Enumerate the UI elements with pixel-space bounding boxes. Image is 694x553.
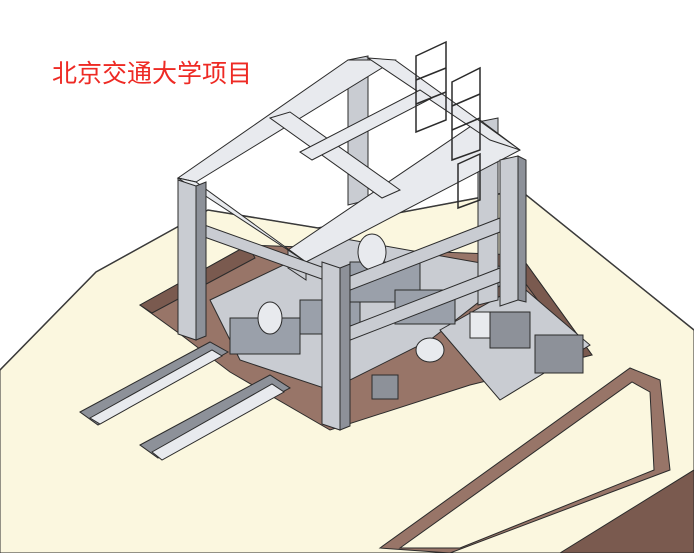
gantry-leg-front-center-face bbox=[339, 263, 351, 431]
guide-rails bbox=[79, 341, 291, 461]
gantry-leg-front-left bbox=[177, 179, 197, 341]
ladder bbox=[457, 152, 481, 210]
gantry-frame bbox=[176, 55, 527, 431]
motor bbox=[469, 311, 491, 339]
top-cross-beam bbox=[268, 111, 402, 199]
gantry-leg-front-right bbox=[499, 155, 519, 307]
rail-right-top bbox=[151, 383, 285, 461]
rail-left-top bbox=[89, 349, 223, 425]
gantry-leg-front-right-face bbox=[517, 155, 527, 303]
access-ladders bbox=[415, 40, 481, 210]
floor-edge bbox=[0, 189, 694, 371]
floor-edge-strip bbox=[559, 469, 694, 553]
project-title: 北京交通大学项目 bbox=[52, 59, 253, 88]
ladder bbox=[451, 66, 481, 162]
top-beam-right bbox=[366, 57, 521, 151]
flywheel bbox=[257, 301, 283, 335]
motor bbox=[534, 334, 584, 374]
motor bbox=[489, 311, 531, 349]
ladder bbox=[415, 40, 447, 134]
gantry-leg-front-left-face bbox=[195, 181, 207, 341]
flywheel bbox=[415, 337, 445, 363]
control-box bbox=[371, 374, 399, 400]
trench-floor bbox=[398, 381, 655, 549]
gantry-leg-front-center bbox=[321, 261, 341, 431]
